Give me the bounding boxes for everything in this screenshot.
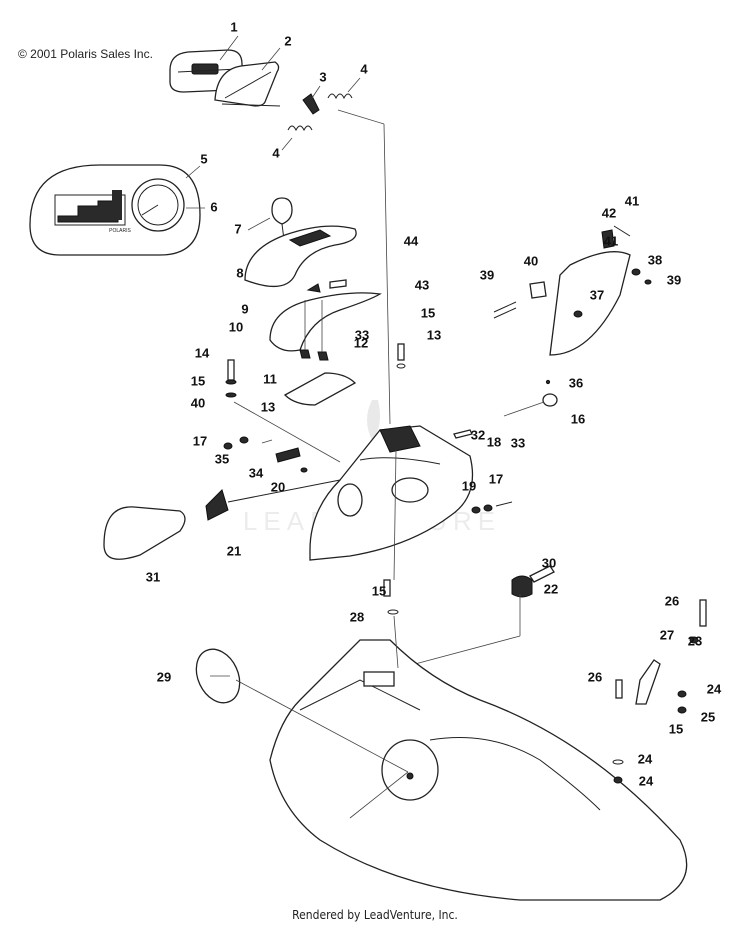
callout-4: 4 <box>360 61 368 76</box>
part-41-clip-left <box>529 281 547 299</box>
part-9-clip <box>306 283 321 293</box>
part-28-bolt <box>699 599 707 627</box>
callout-1: 1 <box>230 19 237 34</box>
part-29-bolt <box>615 679 623 699</box>
callout-39: 39 <box>480 267 494 282</box>
callout-24: 24 <box>639 773 654 788</box>
callout-38: 38 <box>648 252 662 267</box>
part-34-console-housing <box>309 425 474 561</box>
copyright-notice: © 2001 Polaris Sales Inc. <box>18 47 153 61</box>
part-25-bracket <box>635 659 661 705</box>
part-22-bolt <box>383 579 399 615</box>
callout-29: 29 <box>157 669 171 684</box>
part-20-mirror-mount <box>205 479 341 521</box>
callout-34: 34 <box>249 465 264 480</box>
part-10-panel <box>269 292 382 352</box>
callout-17: 17 <box>193 433 207 448</box>
callout-20: 20 <box>271 479 285 494</box>
callout-43: 43 <box>415 277 429 292</box>
part-13-screw-left <box>225 359 237 398</box>
callout-26: 26 <box>588 669 602 684</box>
part-41-clip-right <box>601 229 615 249</box>
callout-labels: 1234456784494310331112131513141540414241… <box>146 19 722 788</box>
gauge-brand: POLARIS <box>109 228 131 234</box>
callout-3: 3 <box>319 69 326 84</box>
leader-lines <box>185 35 409 819</box>
part-2-frame <box>214 61 281 107</box>
part-16-19-small-parts <box>223 436 308 473</box>
part-42-bracket-plate <box>549 251 631 356</box>
part-4-spring-upper <box>327 93 353 100</box>
callout-44: 44 <box>404 233 419 248</box>
callout-13: 13 <box>427 327 441 342</box>
callout-11: 11 <box>263 371 277 386</box>
callout-12: 12 <box>354 335 368 350</box>
part-35-clip <box>453 429 473 439</box>
callout-22: 22 <box>544 581 558 596</box>
hull <box>269 639 688 901</box>
part-6-speedometer <box>131 178 185 232</box>
callout-15: 15 <box>669 721 683 736</box>
callout-36: 36 <box>569 375 583 390</box>
callout-41: 41 <box>625 193 639 208</box>
part-43-pin <box>329 279 347 289</box>
callout-4: 4 <box>272 145 280 160</box>
callout-28: 28 <box>350 609 364 624</box>
callout-19: 19 <box>462 478 476 493</box>
callout-25: 25 <box>701 709 715 724</box>
callout-16: 16 <box>571 411 585 426</box>
part-40-screws <box>493 225 631 319</box>
callout-24: 24 <box>638 751 653 766</box>
callout-23: 23 <box>688 633 702 648</box>
part-24-26-27-nuts <box>612 636 699 784</box>
callout-42: 42 <box>602 205 616 220</box>
part-30-31-cap <box>399 565 555 669</box>
callout-7: 7 <box>234 221 241 236</box>
callout-9: 9 <box>241 301 248 316</box>
callout-26: 26 <box>665 593 679 608</box>
part-8-console-hood <box>244 225 357 287</box>
callout-31: 31 <box>146 569 160 584</box>
callout-41: 41 <box>604 233 618 248</box>
callout-27: 27 <box>660 627 674 642</box>
callout-2: 2 <box>284 33 291 48</box>
callout-39: 39 <box>667 272 681 287</box>
callout-33: 33 <box>355 327 369 342</box>
part-11-nuts <box>299 300 329 361</box>
callout-33: 33 <box>511 435 525 450</box>
part-4-spring-lower <box>287 125 313 132</box>
callout-32: 32 <box>471 427 485 442</box>
part-39-38-fasteners <box>573 268 652 318</box>
part-36-grommet <box>503 379 558 417</box>
callout-6: 6 <box>210 199 217 214</box>
callout-40: 40 <box>191 395 205 410</box>
callout-21: 21 <box>227 543 241 558</box>
part-13-screw-middle <box>396 343 406 369</box>
callout-24: 24 <box>707 681 722 696</box>
callout-40: 40 <box>524 253 538 268</box>
part-32-33-17-fasteners <box>471 501 513 514</box>
callout-37: 37 <box>590 287 604 302</box>
callout-10: 10 <box>229 319 243 334</box>
callout-15: 15 <box>372 583 386 598</box>
callout-35: 35 <box>215 451 229 466</box>
callout-17: 17 <box>489 471 503 486</box>
callout-15: 15 <box>421 305 435 320</box>
callout-5: 5 <box>200 151 207 166</box>
callout-13: 13 <box>261 399 275 414</box>
callout-14: 14 <box>195 345 210 360</box>
callout-8: 8 <box>236 265 243 280</box>
part-21-mirror <box>103 506 186 560</box>
callout-30: 30 <box>542 555 556 570</box>
rendered-by-footer: Rendered by LeadVenture, Inc. <box>292 908 458 922</box>
callout-18: 18 <box>487 434 501 449</box>
part-3-bracket <box>302 93 320 115</box>
callout-15: 15 <box>191 373 205 388</box>
part-12-plate <box>283 372 357 406</box>
